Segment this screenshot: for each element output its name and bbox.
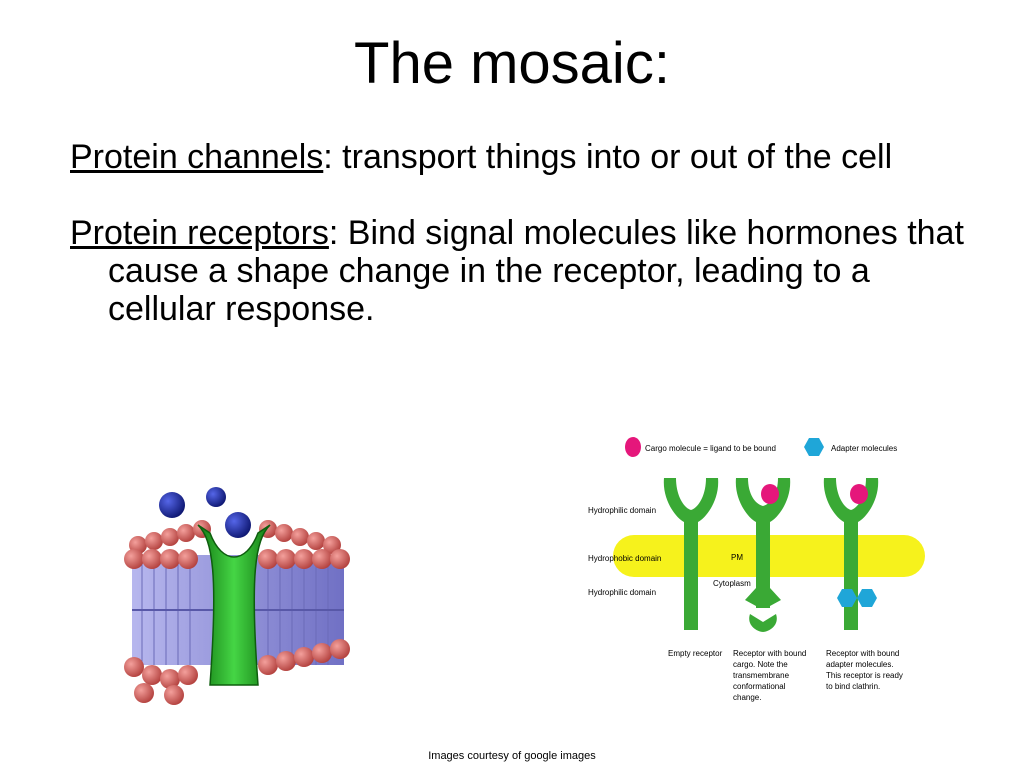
caption-line: to bind clathrin. (826, 682, 880, 691)
caption-line: Receptor with bound (733, 649, 806, 658)
hydrophilic-bottom-label: Hydrophilic domain (588, 588, 656, 597)
adapter-molecule (837, 589, 857, 607)
bullet-term: Protein channels (70, 138, 324, 176)
bound-cargo (850, 484, 868, 504)
caption-empty-receptor: Empty receptor (668, 649, 723, 658)
caption-line: cargo. Note the (733, 660, 788, 669)
lipid-heads-bottom (124, 639, 350, 705)
adapter-molecule (857, 589, 877, 607)
slide-title: The mosaic: (354, 31, 670, 96)
transported-molecules (159, 487, 251, 538)
image-credit: Images courtesy of google images (428, 750, 596, 762)
caption-line: change. (733, 693, 761, 702)
caption-cargo-receptor: Receptor with bound cargo. Note the tran… (733, 649, 806, 702)
legend-cargo-label: Cargo molecule = ligand to be bound (645, 444, 776, 453)
receptor-with-cargo (735, 478, 791, 632)
hydrophilic-top-label: Hydrophilic domain (588, 506, 656, 515)
caption-line: This receptor is ready (826, 671, 903, 680)
lipid-heads-top (124, 520, 350, 569)
caption-line: conformational (733, 682, 786, 691)
bound-cargo (761, 484, 779, 504)
bullet-list: Protein channels: transport things into … (70, 138, 980, 366)
bullet-protein-receptors: Protein receptors: Bind signal molecules… (70, 214, 980, 328)
bullet-term: Protein receptors (70, 214, 329, 252)
adapter-legend-hex (804, 438, 824, 456)
receptor-with-adapter (823, 478, 879, 630)
bullet-protein-channels: Protein channels: transport things into … (70, 138, 980, 176)
hydrophobic-label: Hydrophobic domain (588, 554, 661, 563)
cargo-legend-dot (625, 437, 641, 457)
caption-line: transmembrane (733, 671, 790, 680)
caption-line: adapter molecules. (826, 660, 894, 669)
caption-adapter-receptor: Receptor with bound adapter molecules. T… (826, 649, 903, 691)
bullet-text: : transport things into or out of the ce… (323, 138, 893, 176)
receptor-diagram: Cargo molecule = ligand to be bound Adap… (588, 437, 925, 702)
protein-channel-tube (197, 524, 271, 686)
caption-line: Receptor with bound (826, 649, 899, 658)
bullet-text: : Bind signal molecules like hormones th… (108, 214, 964, 328)
protein-channel-image (124, 487, 350, 705)
empty-receptor (663, 478, 719, 630)
legend-adapter-label: Adapter molecules (831, 444, 897, 453)
pm-label: PM (731, 553, 743, 562)
cytoplasm-label: Cytoplasm (713, 579, 751, 588)
